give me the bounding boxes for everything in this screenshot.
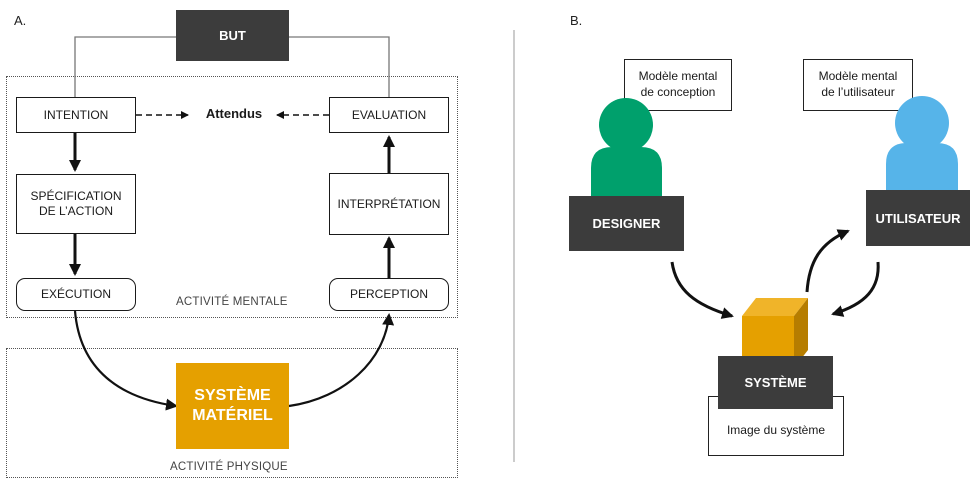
- goal-connector-line: [74, 36, 176, 97]
- designer-mental-model-note: Modèle mental de conception: [624, 59, 732, 111]
- evaluation-box: EVALUATION: [329, 97, 449, 133]
- execution-to-system-curve: [73, 310, 178, 411]
- specification-line2: DE L’ACTION: [38, 204, 113, 218]
- designer-model-line2: de conception: [640, 85, 716, 99]
- panel-b-letter: B.: [570, 13, 583, 28]
- user-box: UTILISATEUR: [866, 190, 970, 246]
- physical-activity-zone: [6, 348, 458, 478]
- user-model-line1: Modèle mental: [818, 69, 898, 84]
- specification-line1: SPÉCIFICATION: [30, 189, 122, 203]
- mental-activity-zone: [6, 76, 458, 318]
- material-system-line1: SYSTÈME: [194, 387, 271, 404]
- material-system-line2: MATÉRIEL: [192, 407, 273, 424]
- perception-box: PERCEPTION: [329, 278, 449, 311]
- material-system-box: SYSTÈME MATÉRIEL: [176, 363, 289, 449]
- designer-person-icon: [591, 98, 662, 200]
- interpretation-box: INTERPRÉTATION: [329, 173, 449, 235]
- designer-box: DESIGNER: [569, 196, 684, 251]
- user-person-icon: [886, 96, 958, 192]
- intention-box: INTENTION: [16, 97, 136, 133]
- execution-box: EXÉCUTION: [16, 278, 136, 311]
- expected-label: Attendus: [205, 106, 263, 121]
- system-to-perception-curve: [288, 313, 395, 408]
- system-box: SYSTÈME: [718, 356, 833, 409]
- user-to-system-arrow: [831, 261, 880, 317]
- physical-activity-label: ACTIVITÉ PHYSIQUE: [170, 461, 288, 473]
- system-to-user-arrow: [805, 229, 850, 293]
- user-model-line2: de l’utilisateur: [821, 85, 895, 99]
- designer-to-system-arrow: [670, 261, 734, 319]
- specification-box: SPÉCIFICATION DE L’ACTION: [16, 174, 136, 234]
- user-mental-model-note: Modèle mental de l’utilisateur: [803, 59, 913, 111]
- panel-a-letter: A.: [14, 13, 27, 28]
- mental-activity-label: ACTIVITÉ MENTALE: [176, 296, 288, 308]
- designer-model-line1: Modèle mental: [638, 69, 718, 84]
- goal-box: BUT: [176, 10, 289, 61]
